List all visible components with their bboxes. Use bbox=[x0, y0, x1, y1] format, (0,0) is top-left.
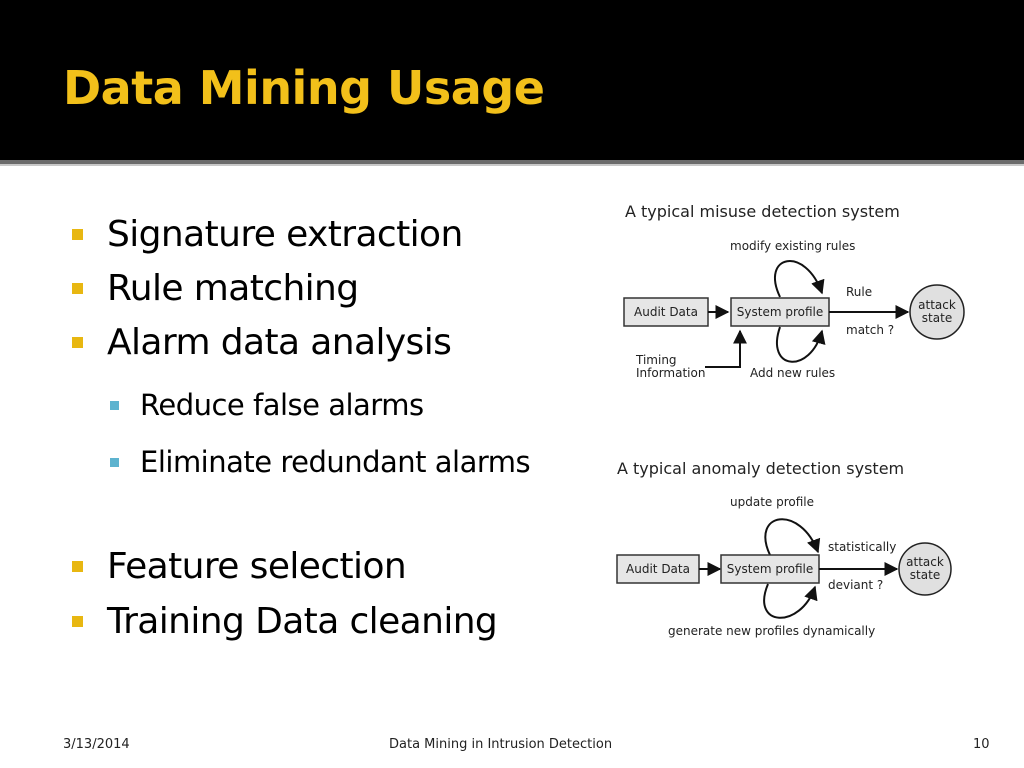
bullet-item: Feature selection bbox=[72, 546, 407, 587]
bullet-text: Rule matching bbox=[107, 268, 359, 309]
sub-bullet-item: Reduce false alarms bbox=[110, 388, 424, 422]
bullet-item: Rule matching bbox=[72, 268, 359, 309]
diagram-title: A typical misuse detection system bbox=[625, 202, 900, 221]
system-profile-box bbox=[720, 554, 820, 584]
bullet-marker bbox=[72, 616, 83, 627]
bullet-text: Training Data cleaning bbox=[107, 601, 498, 642]
bullet-marker bbox=[72, 229, 83, 240]
anomaly-detection-diagram: A typical anomaly detection system updat… bbox=[600, 452, 980, 647]
title-divider bbox=[0, 160, 1024, 164]
footer-date: 3/13/2014 bbox=[63, 737, 130, 752]
bullet-marker bbox=[72, 283, 83, 294]
bullet-item: Alarm data analysis bbox=[72, 322, 452, 363]
slide-title: Data Mining Usage bbox=[63, 61, 545, 115]
bullet-list: Signature extraction Rule matching Alarm… bbox=[72, 214, 531, 642]
timing-arrow bbox=[705, 329, 747, 368]
sub-bullet-marker bbox=[110, 400, 119, 410]
sub-bullet-text: Eliminate redundant alarms bbox=[140, 445, 531, 479]
loop-bottom-label: generate new profiles dynamically bbox=[668, 624, 875, 638]
misuse-detection-diagram: A typical misuse detection system modify… bbox=[600, 195, 980, 390]
bullet-text: Signature extraction bbox=[107, 214, 463, 255]
bullet-text: Feature selection bbox=[107, 546, 407, 587]
diagram-title: A typical anomaly detection system bbox=[617, 459, 904, 478]
loop-bottom-arrow bbox=[776, 326, 826, 363]
state-label-line1: attack bbox=[906, 555, 944, 569]
state-label-line2: state bbox=[922, 311, 952, 325]
timing-label-line1: Timing bbox=[635, 353, 677, 367]
title-bar: Data Mining Usage bbox=[0, 0, 1024, 160]
page-number: 10 bbox=[973, 737, 990, 752]
bullet-marker bbox=[72, 337, 83, 348]
loop-bottom-label: Add new rules bbox=[750, 366, 835, 380]
sub-bullet-text: Reduce false alarms bbox=[140, 388, 424, 422]
state-label-line2: state bbox=[910, 568, 940, 582]
bullet-item: Training Data cleaning bbox=[72, 601, 498, 642]
attack-state-node bbox=[909, 284, 965, 340]
sub-bullet-marker bbox=[110, 457, 119, 467]
loop-bottom-arrow bbox=[763, 583, 818, 619]
footer-title: Data Mining in Intrusion Detection bbox=[389, 737, 613, 752]
loop-top-arrow bbox=[764, 518, 821, 556]
loop-top-label: modify existing rules bbox=[730, 239, 855, 253]
bullet-text: Alarm data analysis bbox=[107, 322, 452, 363]
edge-bottom-label: match ? bbox=[846, 323, 894, 337]
attack-state-node bbox=[898, 542, 952, 596]
bullet-item: Signature extraction bbox=[72, 214, 463, 255]
system-profile-label: System profile bbox=[737, 305, 823, 319]
edge-top-label: statistically bbox=[828, 540, 896, 554]
timing-label-line2: Information bbox=[636, 366, 705, 380]
edge-bottom-label: deviant ? bbox=[828, 578, 883, 592]
bullet-marker bbox=[72, 561, 83, 572]
system-profile-box bbox=[730, 297, 830, 327]
state-label-line1: attack bbox=[918, 298, 956, 312]
system-profile-label: System profile bbox=[727, 562, 813, 576]
loop-top-arrow bbox=[773, 260, 825, 298]
edge-top-label: Rule bbox=[846, 285, 872, 299]
audit-data-box bbox=[616, 554, 700, 584]
audit-data-label: Audit Data bbox=[634, 305, 698, 319]
title-divider-light bbox=[0, 164, 1024, 166]
loop-top-label: update profile bbox=[730, 495, 814, 509]
sub-bullet-item: Eliminate redundant alarms bbox=[110, 445, 531, 479]
audit-data-label: Audit Data bbox=[626, 562, 690, 576]
